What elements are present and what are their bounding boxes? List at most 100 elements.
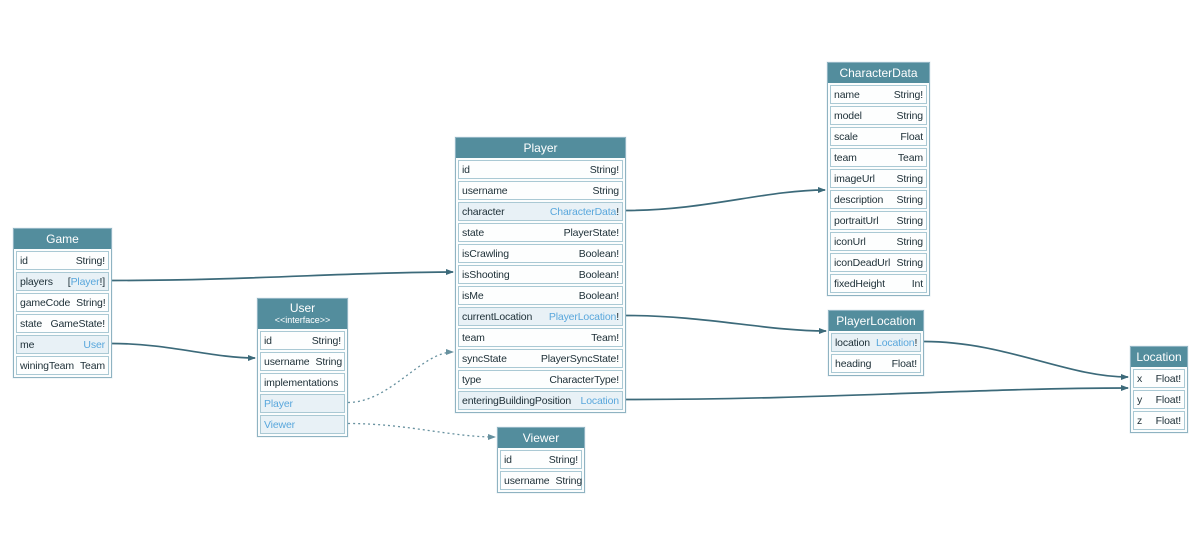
table-header-game[interactable]: Game	[14, 229, 111, 249]
table-header-viewer[interactable]: Viewer	[498, 428, 584, 448]
implementation-link[interactable]: Viewer	[264, 418, 296, 431]
field-row-team[interactable]: team Team	[830, 148, 927, 167]
field-row-username[interactable]: username String	[500, 471, 582, 490]
field-name: isShooting	[462, 268, 510, 281]
field-name: state	[462, 226, 485, 239]
field-type: String	[555, 474, 583, 487]
field-row-players[interactable]: players [Player!]	[16, 272, 109, 291]
field-name: z	[1137, 414, 1143, 427]
type-link-characterdata[interactable]: CharacterData	[549, 205, 617, 218]
field-type: Location!	[876, 337, 917, 349]
type-suffix: !]	[99, 275, 105, 288]
table-header-playerlocation[interactable]: PlayerLocation	[829, 311, 923, 331]
field-type: String	[896, 235, 923, 248]
field-name: username	[462, 184, 508, 197]
type-link-user[interactable]: User	[83, 338, 105, 351]
field-type: Team	[79, 359, 106, 372]
field-name: heading	[835, 357, 872, 370]
type-link-playerlocation[interactable]: PlayerLocation	[548, 310, 617, 323]
field-name: scale	[834, 130, 858, 143]
field-row-player[interactable]: Player	[260, 394, 345, 413]
field-name: team	[834, 151, 857, 164]
edge-player-currentlocation-to-playerlocation	[625, 314, 827, 334]
table-subtitle: <<interface>>	[274, 315, 331, 325]
field-name: type	[462, 373, 482, 386]
type-link-player[interactable]: Player	[70, 275, 100, 288]
field-row-me[interactable]: me User	[16, 335, 109, 354]
field-type: String	[896, 256, 923, 269]
field-type: Team	[897, 151, 923, 164]
field-row-enteringbuildingposition[interactable]: enteringBuildingPosition Location	[458, 391, 623, 410]
field-row-viewer[interactable]: Viewer	[260, 415, 345, 434]
type-link-location[interactable]: Location	[580, 394, 620, 407]
field-row-currentlocation[interactable]: currentLocation PlayerLocation!	[458, 307, 623, 326]
field-name: players	[20, 275, 53, 288]
edge-player-character-to-characterdata	[625, 187, 826, 212]
field-row-heading[interactable]: heading Float!	[831, 354, 921, 373]
implementation-link[interactable]: Player	[264, 397, 293, 410]
field-type: String!	[893, 88, 923, 101]
field-type: Float!	[891, 357, 918, 370]
field-type: String!	[75, 254, 105, 267]
field-name: enteringBuildingPosition	[462, 394, 572, 407]
field-type: String	[315, 355, 343, 368]
field-type: String	[896, 172, 923, 185]
field-name: currentLocation	[462, 310, 533, 323]
field-name: me	[20, 338, 35, 351]
field-name: x	[1137, 372, 1143, 385]
table-header-characterdata[interactable]: CharacterData	[828, 63, 929, 83]
field-type: CharacterData!	[550, 206, 619, 218]
field-name: username	[504, 474, 550, 487]
field-name: team	[462, 331, 485, 344]
field-name: state	[20, 317, 43, 330]
field-type: PlayerLocation!	[549, 311, 619, 323]
field-row-implementations[interactable]: implementations	[260, 373, 345, 392]
type-link-location[interactable]: Location	[876, 336, 915, 349]
table-header-user[interactable]: User<<interface>>	[258, 299, 347, 329]
table-header-location[interactable]: Location	[1131, 347, 1187, 367]
table-header-player[interactable]: Player	[456, 138, 625, 158]
edge-game-players-to-player	[111, 269, 454, 282]
field-type: [Player!]	[68, 276, 105, 288]
field-type: String!	[548, 453, 578, 466]
type-prefix: [	[67, 275, 71, 288]
